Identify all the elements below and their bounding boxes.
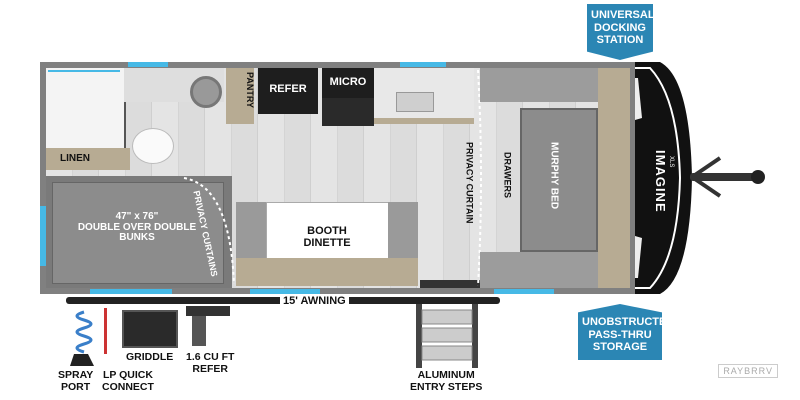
outdoor-refer-icon <box>186 306 230 346</box>
griddle-icon <box>122 310 178 348</box>
window-kitchen <box>400 62 446 67</box>
pantry-label: PANTRY <box>245 72 255 108</box>
shower <box>46 68 126 148</box>
lp-connect-icon <box>104 308 107 354</box>
toilet <box>132 128 174 164</box>
bunks-label: 47" x 76" DOUBLE OVER DOUBLE BUNKS <box>52 211 222 244</box>
spray-port-label: SPRAY PORT <box>58 369 94 393</box>
booth-dinette-label: BOOTH DINETTE <box>266 225 388 249</box>
spray-port-line-2: PORT <box>61 380 91 393</box>
storage-line-1: UNOBSTRUCTED <box>582 316 675 328</box>
drawers-label: DRAWERS <box>502 152 513 199</box>
refer-label: REFER <box>269 83 307 95</box>
storage-line-3: STORAGE <box>592 341 648 354</box>
brand-logo: IMAGINE <box>652 126 668 236</box>
kitchen-sink <box>396 92 434 112</box>
entry-steps-label: ALUMINUM ENTRY STEPS <box>410 369 483 393</box>
bunks-type: DOUBLE OVER DOUBLE <box>77 221 197 233</box>
dinette-label: DINETTE <box>303 236 351 249</box>
bunks-name: BUNKS <box>119 232 155 243</box>
refer-appliance <box>258 68 318 114</box>
outdoor-refer-line-1: 1.6 CU FT <box>186 351 235 363</box>
lp-line-2: CONNECT <box>102 380 154 393</box>
bunk-privacy-curtain <box>183 177 235 285</box>
docking-line-2: DOCKING <box>594 21 646 34</box>
brand-sub: XLS <box>668 156 674 168</box>
window-bunk-bottom <box>90 289 172 294</box>
floor-plan: LINEN PANTRY REFER MICRO 47" x 76" DOUBL… <box>40 62 635 294</box>
bedroom-privacy-curtain <box>477 69 482 287</box>
hitch-coupler <box>751 170 765 184</box>
pantry-cabinet <box>226 68 254 124</box>
front-cap <box>620 62 765 294</box>
pass-thru-storage-callout: UNOBSTRUCTED PASS-THRU STORAGE <box>578 304 662 360</box>
booth-label: BOOTH <box>307 225 347 237</box>
hitch-tongue <box>690 173 760 181</box>
lp-line-1: LP QUICK <box>102 369 153 381</box>
griddle-label: GRIDDLE <box>126 351 174 363</box>
spray-port-icon <box>70 310 94 366</box>
bunks-size: 47" x 76" <box>115 211 159 222</box>
lp-quick-connect-label: LP QUICK CONNECT <box>102 369 154 393</box>
micro-label: MICRO <box>329 76 367 88</box>
linen-cabinet <box>46 148 130 170</box>
dinette-base <box>236 258 418 286</box>
universal-docking-station-callout: UNIVERSAL DOCKING STATION <box>587 4 653 60</box>
docking-line-3: STATION <box>596 34 644 47</box>
sink <box>190 76 222 108</box>
murphy-bed-label: MURPHY BED <box>548 142 560 210</box>
storage-line-2: PASS-THRU <box>588 328 652 341</box>
murphy-bed <box>520 108 598 252</box>
entry-steps-icon <box>416 304 478 368</box>
outdoor-refer-label: 1.6 CU FT REFER <box>186 351 235 375</box>
window-bedroom-bottom <box>494 289 554 294</box>
brand-name: IMAGINE <box>653 149 668 213</box>
docking-line-1: UNIVERSAL <box>591 9 655 21</box>
spray-port-line-1: SPRAY <box>58 369 94 381</box>
stovetop <box>322 98 374 126</box>
bunk-mattress <box>52 182 224 284</box>
window-dinette-bottom <box>250 289 320 294</box>
entry-steps-line-1: ALUMINUM <box>417 369 475 381</box>
awning-label: 15' AWNING <box>280 295 349 308</box>
linen-label: LINEN <box>60 153 90 164</box>
front-cabinet <box>598 68 630 288</box>
outdoor-refer-line-2: REFER <box>192 362 229 375</box>
shower-glass <box>48 70 120 72</box>
bunk-window <box>40 206 46 266</box>
window-bath <box>128 62 168 67</box>
watermark: RAYBRRV <box>718 364 778 378</box>
entry-steps-line-2: ENTRY STEPS <box>410 380 483 393</box>
privacy-curtain-label: PRIVACY CURTAIN <box>464 142 475 224</box>
entry-door-window <box>420 280 480 288</box>
